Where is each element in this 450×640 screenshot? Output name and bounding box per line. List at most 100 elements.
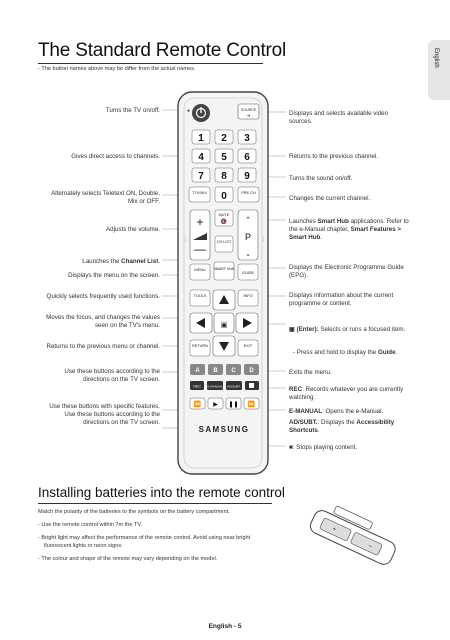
batteries-bullet-2: - Bright light may affect the performanc… bbox=[38, 535, 251, 541]
svg-text:—: — bbox=[194, 242, 206, 256]
title-rule bbox=[38, 63, 263, 64]
source-button[interactable] bbox=[237, 103, 260, 120]
digit-0-label: 0 bbox=[221, 191, 227, 202]
exit-label: EXIT bbox=[244, 344, 253, 348]
language-tab: English bbox=[428, 40, 450, 100]
digit-3-label: 3 bbox=[244, 133, 250, 144]
volume-rocker[interactable] bbox=[189, 209, 211, 261]
svg-text:●: ● bbox=[187, 108, 190, 114]
digit-6-button[interactable] bbox=[237, 148, 257, 164]
svg-text:⋮: ⋮ bbox=[261, 236, 266, 242]
digit-5-button[interactable] bbox=[214, 148, 234, 164]
digit-8-button[interactable] bbox=[214, 167, 234, 183]
info-button[interactable] bbox=[237, 289, 259, 307]
info-label: INFO bbox=[243, 294, 252, 298]
svg-text:⌄: ⌄ bbox=[245, 251, 251, 258]
page-footer: English - 5 bbox=[208, 623, 242, 630]
label-mute: Turns the sound on/off. bbox=[289, 175, 353, 182]
return-button[interactable] bbox=[189, 339, 211, 357]
rewind-button[interactable] bbox=[189, 397, 206, 410]
color-b-button[interactable] bbox=[208, 364, 223, 375]
pre-ch-label: PRE-CH bbox=[241, 191, 256, 195]
label-channel: Changes the current channel. bbox=[289, 195, 371, 202]
label-ttx-1: Alternately selects Teletext ON, Double, bbox=[51, 190, 160, 197]
svg-text:▣: ▣ bbox=[221, 322, 228, 329]
color-c-button[interactable] bbox=[226, 364, 241, 375]
batteries-bullet-3: - The colour and shape of the remote may… bbox=[38, 556, 218, 562]
digit-0-button[interactable] bbox=[214, 186, 234, 203]
label-color-1: Use these buttons according to the bbox=[64, 368, 160, 375]
adsubt-label: AD/SUBT. bbox=[227, 385, 241, 389]
exit-button[interactable] bbox=[237, 339, 259, 357]
svg-text:⏪: ⏪ bbox=[194, 400, 202, 408]
color-c-label: C bbox=[231, 368, 236, 374]
svg-text:⏩: ⏩ bbox=[248, 400, 256, 408]
label-color-2: directions on the TV screen. bbox=[83, 376, 160, 383]
mute-button[interactable] bbox=[214, 209, 234, 227]
play-button[interactable] bbox=[207, 397, 224, 410]
color-b-label: B bbox=[213, 368, 218, 374]
digit-2-button[interactable] bbox=[214, 129, 234, 145]
label-media-1: Use these buttons with specific features… bbox=[49, 403, 160, 410]
ch-list-label: CH LIST bbox=[217, 240, 232, 244]
svg-text:–: – bbox=[367, 543, 373, 550]
color-d-label: D bbox=[249, 368, 254, 374]
smart-hub-button[interactable] bbox=[213, 261, 235, 281]
pre-ch-button[interactable] bbox=[237, 186, 260, 203]
digit-1-button[interactable] bbox=[191, 129, 211, 145]
guide-button[interactable] bbox=[237, 263, 259, 281]
menu-button[interactable] bbox=[189, 263, 211, 281]
label-channel-list: Launches the Channel List. bbox=[82, 258, 160, 265]
ch-list-button[interactable] bbox=[214, 235, 234, 253]
label-tools: Quickly selects frequently used function… bbox=[46, 293, 161, 300]
digit-9-label: 9 bbox=[244, 171, 250, 182]
svg-text:❚❚: ❚❚ bbox=[228, 401, 238, 408]
label-power: Turns the TV on/off. bbox=[105, 107, 160, 114]
svg-text:⌃: ⌃ bbox=[245, 216, 251, 224]
guide-label: GUIDE bbox=[242, 271, 254, 275]
label-digits: Gives direct access to channels. bbox=[71, 153, 160, 160]
label-ttx-2: Mix or OFF. bbox=[128, 198, 160, 205]
svg-text:⋮: ⋮ bbox=[183, 236, 188, 242]
channel-rocker[interactable] bbox=[237, 209, 259, 261]
fast-forward-button[interactable] bbox=[243, 397, 260, 410]
smart-hub-label: SMART HUB bbox=[213, 267, 235, 271]
digit-4-label: 4 bbox=[198, 152, 204, 163]
label-emanual: E-MANUAL: Opens the e-Manual. bbox=[289, 408, 384, 415]
tools-label: TOOLS bbox=[194, 294, 207, 298]
label-return: Returns to the previous menu or channel. bbox=[46, 343, 160, 350]
digit-3-button[interactable] bbox=[237, 129, 257, 145]
ttx-mix-label: TTX/MIX bbox=[192, 191, 207, 195]
batteries-heading: Installing batteries into the remote con… bbox=[38, 485, 285, 500]
adsubt-button[interactable] bbox=[226, 381, 242, 390]
batteries-intro: Match the polarity of the batteries to t… bbox=[38, 509, 230, 515]
label-prev-channel: Returns to the previous channel. bbox=[289, 153, 379, 160]
color-d-button[interactable] bbox=[244, 364, 259, 375]
label-nav-1: Moves the focus, and changes the values bbox=[46, 314, 160, 321]
ttx-mix-button[interactable] bbox=[188, 186, 211, 203]
stop-icon bbox=[249, 383, 254, 388]
digit-4-button[interactable] bbox=[191, 148, 211, 164]
digit-5-label: 5 bbox=[221, 152, 227, 163]
label-source: Displays and selects available video sou… bbox=[289, 110, 389, 125]
label-exit: Exits the menu. bbox=[289, 369, 332, 376]
label-enter-hold: - Press and hold to display the Guide. bbox=[293, 349, 398, 356]
digit-2-label: 2 bbox=[221, 133, 227, 144]
color-a-button[interactable] bbox=[190, 364, 205, 375]
digit-7-button[interactable] bbox=[191, 167, 211, 183]
pause-button[interactable] bbox=[225, 397, 242, 410]
svg-text:+: + bbox=[331, 526, 337, 533]
digit-9-button[interactable] bbox=[237, 167, 257, 183]
label-volume: Adjusts the volume. bbox=[106, 226, 160, 233]
digit-6-label: 6 bbox=[244, 152, 250, 163]
emanual-button[interactable] bbox=[207, 381, 223, 390]
rec-label: REC bbox=[193, 385, 201, 389]
svg-text:+: + bbox=[196, 215, 203, 229]
label-smart-hub: Launches Smart Hub applications. Refer t… bbox=[289, 218, 409, 241]
source-label: SOURCE bbox=[241, 108, 257, 112]
rec-button[interactable] bbox=[190, 381, 204, 390]
page-title: The Standard Remote Control bbox=[38, 40, 287, 61]
tools-button[interactable] bbox=[189, 289, 211, 307]
dpad-enter[interactable] bbox=[213, 312, 235, 334]
